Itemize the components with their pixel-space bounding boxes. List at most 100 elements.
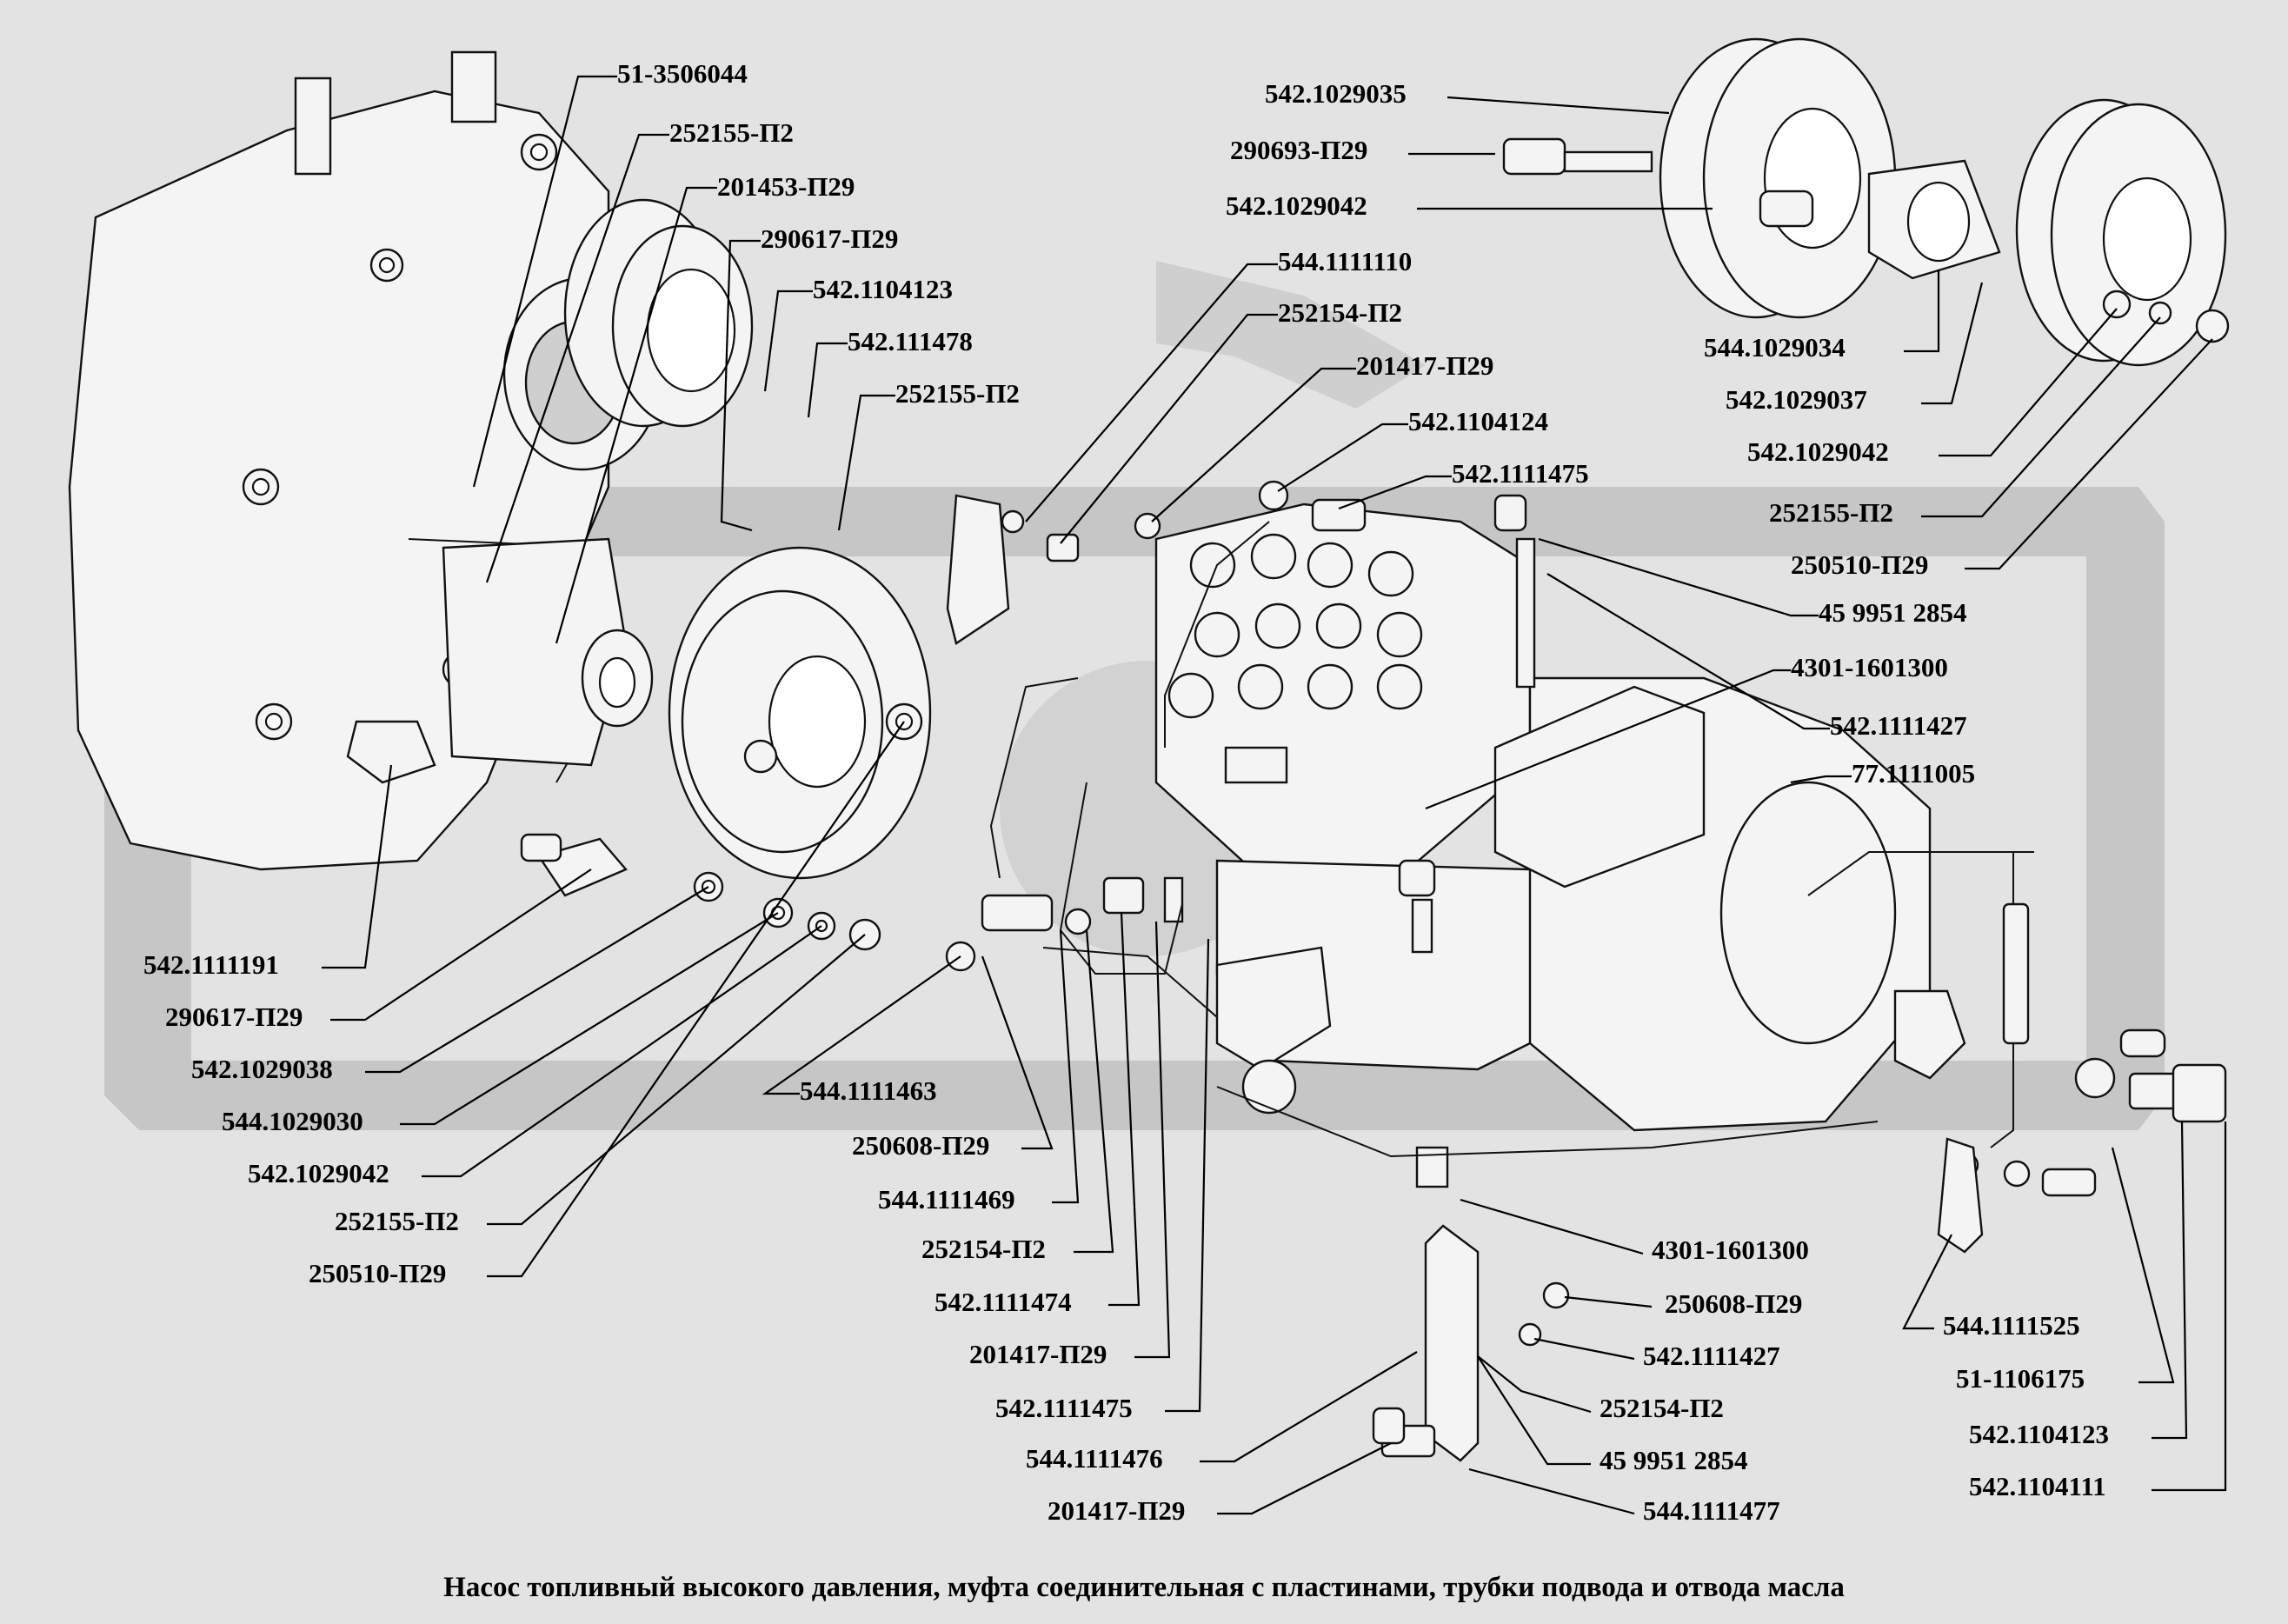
leader-line — [1134, 921, 1171, 1359]
leader-line — [1939, 308, 2118, 457]
part-number-label: 544.1029034 — [1704, 332, 1846, 363]
part-number-label: 542.1111475 — [1452, 458, 1589, 489]
diagram-caption: Насос топливный высокого давления, муфта… — [443, 1572, 1845, 1603]
part-number-label: 250510-П29 — [309, 1258, 446, 1288]
leader-line — [1200, 1351, 1418, 1463]
part-number-label: 542.1111427 — [1830, 710, 1967, 741]
leader-line — [837, 394, 895, 531]
leader-line — [555, 186, 717, 644]
part-number-label: 252155-П2 — [669, 117, 794, 148]
leader-line — [1477, 1355, 1592, 1414]
part-number-label: 290617-П29 — [761, 223, 898, 254]
part-number-label: 542.1111474 — [934, 1287, 1072, 1317]
leader-line — [1151, 367, 1356, 522]
leader-line — [807, 342, 848, 418]
leader-line — [1564, 1295, 1653, 1308]
part-number-label: 542.1104124 — [1408, 406, 1548, 436]
leader-line — [1425, 669, 1791, 810]
part-number-label: 542.1029042 — [1226, 190, 1367, 221]
part-number-label: 45 9951 2854 — [1600, 1445, 1748, 1475]
leader-line — [472, 75, 617, 488]
part-number-label: 201417-П29 — [1356, 350, 1493, 381]
leader-lines — [322, 75, 2227, 1515]
leader-line — [1165, 938, 1210, 1413]
part-number-label: 544.1111477 — [1643, 1495, 1780, 1526]
part-number-label: 252154-П2 — [921, 1234, 1046, 1264]
part-number-label: 542.1029038 — [191, 1054, 333, 1084]
leader-line — [720, 239, 761, 532]
part-number-label: 544.1029030 — [222, 1106, 363, 1136]
part-number-label: 544.1111476 — [1026, 1443, 1163, 1474]
part-number-labels: 51-3506044 252155-П2 201453-П29 290617-П29 5… — [143, 58, 2109, 1526]
leader-line — [1052, 929, 1080, 1204]
leader-line — [1921, 282, 1984, 405]
part-number-label: 542.1111427 — [1643, 1341, 1780, 1371]
part-number-label: 290617-П29 — [165, 1002, 303, 1032]
part-number-label: 252155-П2 — [335, 1206, 459, 1236]
part-number-label: 544.1111110 — [1278, 246, 1412, 276]
coupling-pulleys — [1502, 37, 2230, 367]
part-number-label: 544.1111463 — [800, 1075, 937, 1106]
leader-line — [1460, 1198, 1644, 1255]
leader-line — [1217, 1442, 1392, 1515]
part-number-label: 544.1111525 — [1943, 1310, 2080, 1341]
leader-line — [1533, 1337, 1635, 1361]
part-number-label: 290693-П29 — [1230, 135, 1367, 165]
part-number-label: 542.1104111 — [1969, 1471, 2106, 1501]
leader-line — [1546, 573, 1830, 730]
leader-line — [487, 721, 905, 1278]
part-number-label: 201453-П29 — [717, 171, 855, 202]
part-number-label: 250608-П29 — [1665, 1288, 1802, 1319]
leader-line — [2152, 1121, 2227, 1492]
leader-line — [330, 869, 592, 1022]
part-number-label: 250510-П29 — [1791, 549, 1928, 580]
part-number-label: 51-1106175 — [1956, 1363, 2085, 1394]
leader-line — [762, 955, 961, 1095]
fasteners — [945, 480, 2227, 1462]
part-number-label: 4301-1601300 — [1791, 652, 1948, 682]
part-number-label: 542.1029035 — [1265, 78, 1407, 109]
part-number-label: 250608-П29 — [852, 1130, 989, 1161]
part-number-label: 542.1029037 — [1726, 384, 1867, 415]
part-number-label: 201417-П29 — [1048, 1495, 1185, 1526]
leader-line — [365, 886, 709, 1074]
leader-line — [1477, 1355, 1591, 1466]
leader-line — [2152, 1121, 2188, 1440]
leader-line — [1904, 270, 1940, 353]
leader-line — [322, 764, 393, 969]
part-number-label: 77.1111005 — [1852, 758, 1975, 789]
part-number-label: 252154-П2 — [1278, 297, 1402, 328]
part-number-label: 542.1029042 — [248, 1158, 389, 1188]
leader-line — [422, 925, 822, 1178]
leader-line — [1790, 775, 1852, 784]
leader-line — [1277, 423, 1408, 492]
leader-line — [400, 912, 779, 1126]
part-number-label: 45 9951 2854 — [1819, 597, 1967, 628]
part-number-label: 4301-1601300 — [1652, 1235, 1809, 1265]
leader-line — [1108, 912, 1141, 1307]
part-number-label: 201417-П29 — [969, 1339, 1107, 1369]
leader-line — [1965, 338, 2213, 570]
coupling-plate — [668, 546, 932, 951]
leader-line — [1338, 475, 1452, 510]
part-number-label: 51-3506044 — [617, 58, 748, 89]
leader-line — [763, 290, 813, 392]
leader-line — [1921, 316, 2161, 518]
leader-line — [2111, 1147, 2175, 1384]
leader-line — [1025, 263, 1278, 522]
leader-line — [485, 133, 669, 583]
part-number-label: 252154-П2 — [1600, 1393, 1724, 1423]
pump-element-nuts — [1167, 533, 1423, 719]
leader-line — [1538, 537, 1819, 617]
gear-housing — [68, 50, 754, 897]
part-number-label: 542.1104123 — [813, 274, 953, 304]
leader-line — [1468, 1468, 1635, 1515]
part-number-label: 544.1111469 — [878, 1184, 1015, 1215]
part-number-label: 252155-П2 — [1769, 497, 1893, 528]
leader-line — [1902, 1234, 1952, 1330]
part-number-label: 542.111478 — [848, 326, 973, 356]
part-number-label: 542.1111475 — [995, 1393, 1133, 1423]
part-number-label: 542.1029042 — [1747, 436, 1889, 467]
